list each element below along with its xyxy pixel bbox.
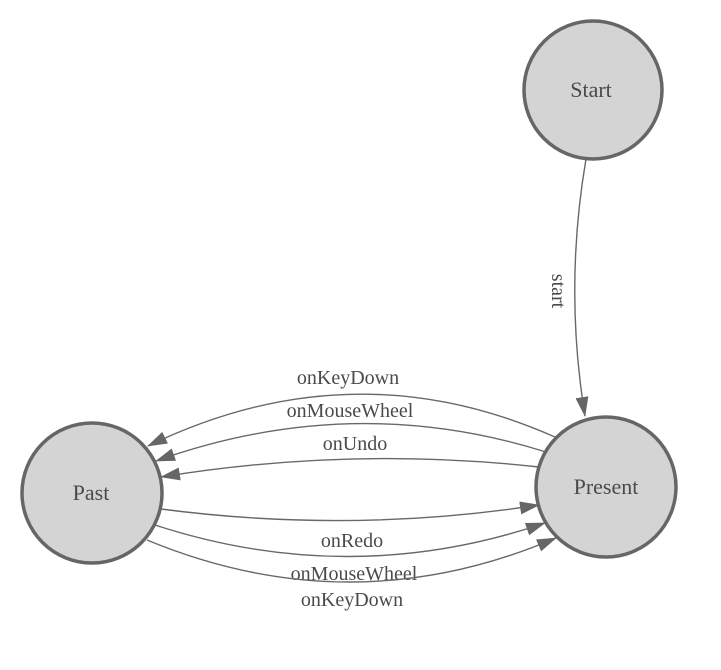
edge-past-to-present-onmousewheel: onMouseWheel [154,522,546,585]
node-past: Past [20,421,164,565]
node-present: Present [534,415,678,559]
edge-label-start: start [547,274,569,309]
node-circle-start [522,19,664,161]
edge-label-onmousewheel-bottom: onMouseWheel [291,563,418,585]
node-label-present: Present [574,474,639,499]
node-label-past: Past [73,480,110,505]
edge-label-onkeydown-bottom: onKeyDown [301,589,403,611]
edge-present-to-past-onmousewheel: onMouseWheel [155,400,547,462]
edge-past-to-present-onredo: onRedo [160,501,540,552]
edge-label-onmousewheel-top: onMouseWheel [287,400,414,422]
edge-path-onkeydown-top [147,393,556,447]
edge-label-onredo: onRedo [321,530,383,552]
node-label-start: Start [570,77,612,102]
node-circle-past [20,421,164,565]
node-circle-present [534,415,678,559]
edge-past-to-present-onkeydown: onKeyDown [146,537,557,611]
edge-path-onmousewheel-top [155,422,547,462]
edge-path-onmousewheel-bottom [154,522,546,558]
edge-path-onkeydown-bottom [146,537,557,583]
edge-start-to-present: start [547,158,589,417]
edge-present-to-past-onkeydown: onKeyDown [147,367,556,447]
node-start: Start [522,19,664,161]
edge-path-start [574,158,589,417]
edge-path-onundo [160,457,540,481]
edge-path-onredo [160,501,540,522]
edge-label-onkeydown-top: onKeyDown [297,367,399,389]
edge-present-to-past-onundo: onUndo [160,433,540,481]
edge-label-onundo: onUndo [323,433,387,455]
